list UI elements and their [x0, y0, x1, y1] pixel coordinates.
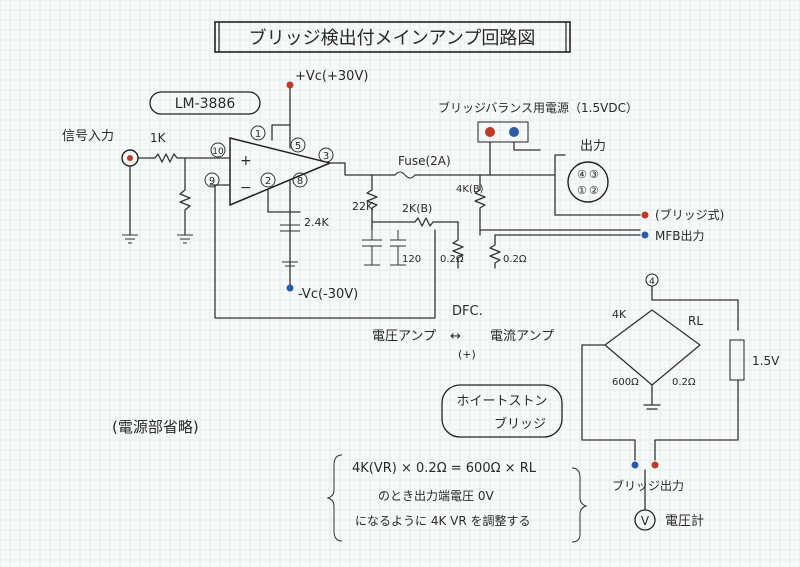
pin-5-label: 5	[295, 141, 301, 152]
svg-text:−: −	[240, 180, 252, 196]
pin-10-label: 10	[212, 147, 224, 157]
plus-symbol: (+)	[458, 348, 476, 361]
pin-3-label: 3	[323, 151, 329, 162]
mfb-output-label: MFB出力	[655, 229, 705, 243]
voltmeter-label: 電圧計	[665, 513, 704, 529]
output-network: Fuse(2A) 22K 120 2K(B) 4K(B) 0.2Ω 0.2Ω (…	[352, 154, 724, 269]
voltmeter-symbol: V	[641, 514, 650, 528]
voltage-amp-label: 電圧アンプ	[372, 329, 436, 344]
bridge-supply: ブリッジバランス用電源（1.5VDC）	[438, 100, 638, 176]
ic-name-label: LM-3886	[175, 96, 236, 112]
r-02b-label: 0.2Ω	[503, 254, 527, 265]
battery-label: 1.5V	[752, 354, 780, 368]
bridge-style-label: (ブリッジ式)	[655, 207, 724, 222]
page-title: ブリッジ検出付メインアンプ回路図	[249, 27, 536, 49]
wheatstone-title: ホイートストン ブリッジ	[441, 384, 563, 438]
wheatstone-bridge: 4 4K 600Ω 0.2Ω RL 1.5V ブリッジ出力 V 電圧計	[581, 273, 780, 531]
title-box: ブリッジ検出付メインアンプ回路図	[214, 21, 571, 53]
pin-8-label: 8	[297, 176, 303, 187]
svg-text:+: +	[240, 153, 252, 169]
output-pin-1: ①	[577, 184, 587, 197]
wheatstone-label-1: ホイートストン	[456, 394, 547, 409]
adjustment-note: 4K(VR) × 0.2Ω = 600Ω × RL のとき出力端電圧 0V にな…	[326, 454, 588, 543]
supply-minus-label: -Vc(-30V)	[298, 287, 358, 302]
pin-9-label: 9	[209, 176, 215, 187]
input-label: 信号入力	[62, 129, 114, 144]
current-amp-label: 電流アンプ	[490, 329, 554, 344]
note-line-3: になるように 4K VR を調整する	[355, 513, 531, 528]
cap-value-label: 2.4K	[304, 216, 329, 229]
output-pin-3: ③	[589, 168, 599, 181]
dfc-label: DFC.	[452, 304, 483, 319]
r-02a-label: 0.2Ω	[440, 254, 464, 265]
fuse-label: Fuse(2A)	[398, 154, 451, 168]
output-connector: 出力 ④ ③ ① ②	[567, 139, 609, 203]
power-amp-ic: + − +Vc(+30V) -Vc(-30V) 1 2 3 10 9 5 8 2…	[204, 69, 436, 319]
dfc-note: DFC. 電圧アンプ ↔ 電流アンプ (+) (電源部省略)	[112, 304, 554, 436]
bridge-r-600: 600Ω	[612, 377, 639, 388]
note-line-2: のとき出力端電圧 0V	[378, 489, 494, 503]
output-label: 出力	[580, 139, 606, 154]
bridge-r-4k: 4K	[612, 308, 627, 321]
input-resistor-label: 1K	[150, 131, 167, 145]
output-pin-2: ②	[589, 184, 599, 197]
note-line-1: 4K(VR) × 0.2Ω = 600Ω × RL	[352, 461, 537, 476]
r-2k-label: 2K(B)	[402, 202, 432, 215]
bridge-node-top: 4	[649, 277, 655, 287]
cap-120-label: 120	[402, 254, 421, 265]
power-omitted-label: (電源部省略)	[112, 418, 199, 436]
svg-text:↔: ↔	[450, 329, 461, 344]
supply-plus-label: +Vc(+30V)	[295, 69, 368, 84]
output-pin-4: ④	[577, 168, 587, 181]
wheatstone-label-2: ブリッジ	[494, 416, 546, 432]
r-22k-label: 22K	[352, 200, 374, 213]
bridge-supply-label: ブリッジバランス用電源（1.5VDC）	[438, 100, 638, 115]
bridge-rl: RL	[688, 314, 703, 328]
r-4k-label: 4K(B)	[456, 184, 484, 195]
ic-name-box: LM-3886	[149, 91, 261, 115]
pin-1-label: 1	[255, 129, 261, 140]
bridge-output-label: ブリッジ出力	[612, 478, 684, 493]
bridge-r-02: 0.2Ω	[672, 377, 696, 388]
signal-input: 信号入力 1K	[62, 129, 206, 244]
pin-2-label: 2	[265, 176, 271, 187]
